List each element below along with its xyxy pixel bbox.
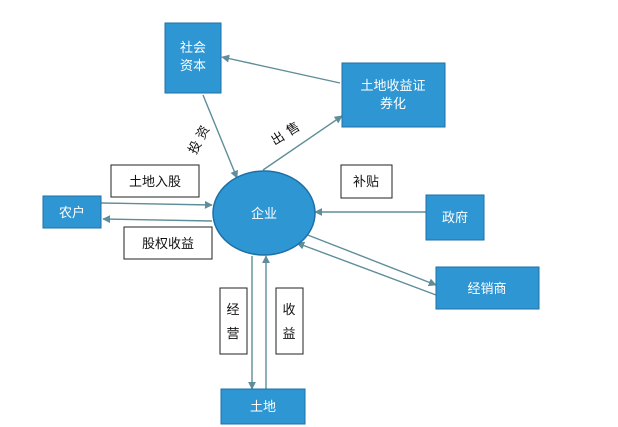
node-distributor: 经销商 (435, 266, 540, 310)
label-revenue-char2: 益 (282, 327, 295, 342)
arrow-distributor-to-enterprise (296, 241, 437, 296)
node-land-label: 土地 (250, 400, 276, 415)
label-operation: 经 营 (219, 287, 248, 355)
node-capital-line2: 资本 (180, 59, 206, 74)
node-enterprise: 企业 (212, 170, 316, 256)
node-farmer: 农户 (42, 195, 102, 229)
node-government-label: 政府 (442, 211, 468, 226)
label-equity-income: 股权收益 (123, 226, 213, 260)
label-land-share-text: 土地入股 (129, 175, 181, 190)
node-securitization-line2: 券化 (380, 96, 406, 112)
label-subsidy: 补贴 (340, 164, 393, 199)
node-distributor-label: 经销商 (467, 282, 506, 297)
arrow-securitization-to-capital (221, 54, 341, 84)
node-securitization: 土地收益证 券化 (341, 62, 446, 128)
label-sale-char1: 出 (269, 129, 288, 149)
label-revenue: 收 益 (275, 287, 304, 355)
label-revenue-char1: 收 (282, 303, 295, 318)
node-capital: 社会 资本 (164, 22, 222, 94)
label-sale-char2: 售 (283, 119, 303, 139)
label-sale: 出 售 (269, 119, 303, 149)
label-investment: 投 资 (185, 123, 213, 157)
arrow-enterprise-to-securitization (262, 115, 343, 171)
label-operation-char1: 经 (226, 303, 239, 318)
node-government: 政府 (425, 194, 485, 241)
label-investment-char1: 投 (185, 138, 205, 157)
label-equity-income-text: 股权收益 (142, 236, 194, 252)
node-capital-line1: 社会 (180, 40, 206, 56)
node-securitization-line1: 土地收益证 (360, 79, 425, 94)
arrow-farmer-to-enterprise (100, 200, 213, 209)
label-subsidy-text: 补贴 (353, 175, 379, 190)
arrow-enterprise-to-farmer (102, 215, 213, 224)
node-enterprise-label: 企业 (251, 206, 277, 222)
node-farmer-label: 农户 (59, 205, 85, 221)
label-land-share: 土地入股 (110, 164, 200, 198)
label-investment-char2: 资 (194, 123, 213, 142)
label-operation-char2: 营 (226, 327, 239, 342)
arrow-capital-to-enterprise (202, 94, 238, 179)
arrow-enterprise-to-distributor (299, 231, 437, 287)
node-land: 土地 (220, 388, 306, 425)
